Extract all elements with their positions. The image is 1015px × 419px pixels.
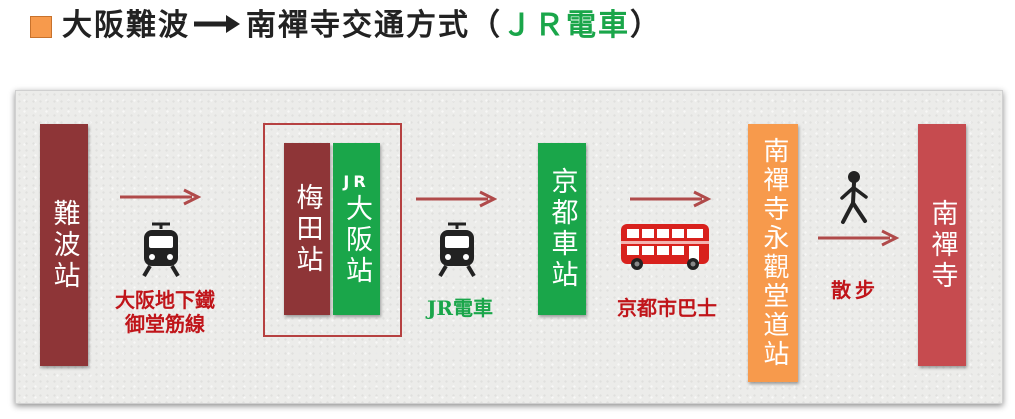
destination-nanzenji: 南禪寺 <box>918 124 966 366</box>
station-osaka: JR 大阪站 <box>333 143 380 315</box>
arrow-icon <box>818 229 900 247</box>
station-umeda: 梅田站 <box>284 143 330 315</box>
title-arrow-icon <box>194 15 240 33</box>
subway-train-icon <box>142 222 180 278</box>
subway-line-subname: 御堂筋線 <box>125 312 205 336</box>
jr-train-icon <box>438 222 476 278</box>
double-decker-bus-icon <box>621 224 709 270</box>
subway-line-label: 大阪地下鐵 御堂筋線 <box>100 288 230 336</box>
title-middle: 南禪寺交通方式（ <box>246 8 502 43</box>
route-panel <box>15 90 1003 404</box>
title-end: ） <box>630 8 662 43</box>
walking-person-icon <box>840 171 868 224</box>
title-origin: 大阪難波 <box>62 8 190 43</box>
transfer-group-frame <box>263 123 402 337</box>
arrow-icon <box>120 188 202 206</box>
station-osaka-name: 大阪站 <box>341 193 373 287</box>
city-bus-label: 京都市巴士 <box>617 296 717 320</box>
walk-label: 散步 <box>831 278 879 302</box>
page-title: 大阪難波 南禪寺交通方式（ＪＲ電車） <box>62 6 662 46</box>
station-nanzenji-eikando-michi: 南禪寺永觀堂道站 <box>748 124 798 382</box>
jr-train-label: JR電車 <box>426 296 494 320</box>
subway-line-name: 大阪地下鐵 <box>115 288 215 312</box>
arrow-icon <box>630 190 712 208</box>
arrow-icon <box>416 190 498 208</box>
title-bullet <box>30 16 52 38</box>
station-kyoto: 京都車站 <box>538 143 586 315</box>
station-namba: 難波站 <box>40 124 88 366</box>
title-highlight: ＪＲ電車 <box>502 8 630 43</box>
jr-prefix: JR <box>343 172 370 192</box>
